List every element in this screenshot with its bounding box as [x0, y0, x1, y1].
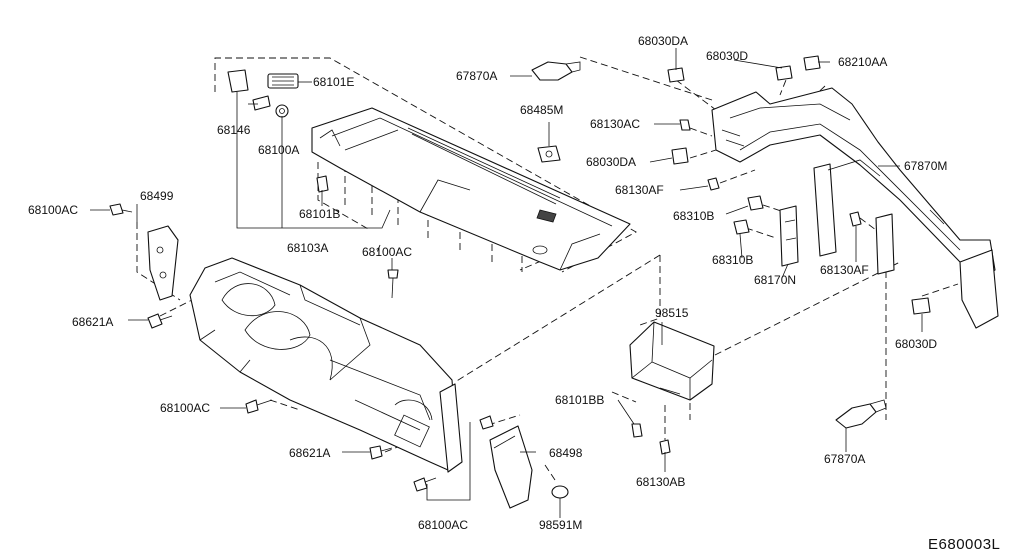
label-68310b-a: 68310B	[673, 209, 714, 223]
sensor-67870a-bottom	[835, 399, 887, 429]
label-68130af-right: 68130AF	[820, 263, 869, 277]
leader-lines	[90, 48, 923, 518]
label-68030da-top: 68030DA	[638, 34, 688, 48]
label-67870m: 67870M	[904, 159, 947, 173]
label-68499: 68499	[140, 189, 174, 203]
label-68101bb: 68101BB	[555, 393, 604, 407]
label-68101e: 68101E	[313, 75, 354, 89]
sensor-67870a-top	[531, 61, 581, 81]
label-68310b-b: 68310B	[712, 253, 753, 267]
label-68130ac: 68130AC	[590, 117, 640, 131]
label-68100ac-lower: 68100AC	[160, 401, 210, 415]
airbag-module-98515	[629, 321, 715, 401]
label-68130ab: 68130AB	[636, 475, 685, 489]
label-68485m: 68485M	[520, 103, 563, 117]
side-cover-68498	[489, 425, 569, 509]
label-68621a-bottom: 68621A	[289, 446, 330, 460]
label-67870a-bottom: 67870A	[824, 452, 865, 466]
label-68100ac-left: 68100AC	[28, 203, 78, 217]
fasteners	[109, 55, 931, 492]
label-68100a: 68100A	[258, 143, 299, 157]
label-68498: 68498	[549, 446, 583, 460]
label-68030d-top: 68030D	[706, 49, 748, 63]
steering-member	[711, 87, 999, 329]
label-68146: 68146	[217, 123, 251, 137]
label-68210aa: 68210AA	[838, 55, 887, 69]
label-68030d-right: 68030D	[895, 337, 937, 351]
label-68170n: 68170N	[754, 273, 796, 287]
label-68101b: 68101B	[299, 207, 340, 221]
label-68103a: 68103A	[287, 241, 328, 255]
drawing-code: E680003L	[928, 536, 1000, 553]
label-68130af-left: 68130AF	[615, 183, 664, 197]
side-bracket-68499	[147, 225, 179, 301]
upper-dash-panel	[311, 107, 631, 271]
label-68030da-mid: 68030DA	[586, 155, 636, 169]
instrument-panel	[189, 257, 463, 473]
label-67870a-top: 67870A	[456, 69, 497, 83]
label-68100ac-bottom: 68100AC	[418, 518, 468, 532]
bracket-68485m	[537, 145, 561, 163]
label-98515: 98515	[655, 306, 689, 320]
label-68621a-top: 68621A	[72, 315, 113, 329]
part-labels: 68101E 68146 68100A 68101B 68103A 67870A…	[28, 34, 1000, 553]
label-98591m: 98591M	[539, 518, 582, 532]
clip-68101e	[227, 69, 329, 193]
label-68100ac-mid: 68100AC	[362, 245, 412, 259]
